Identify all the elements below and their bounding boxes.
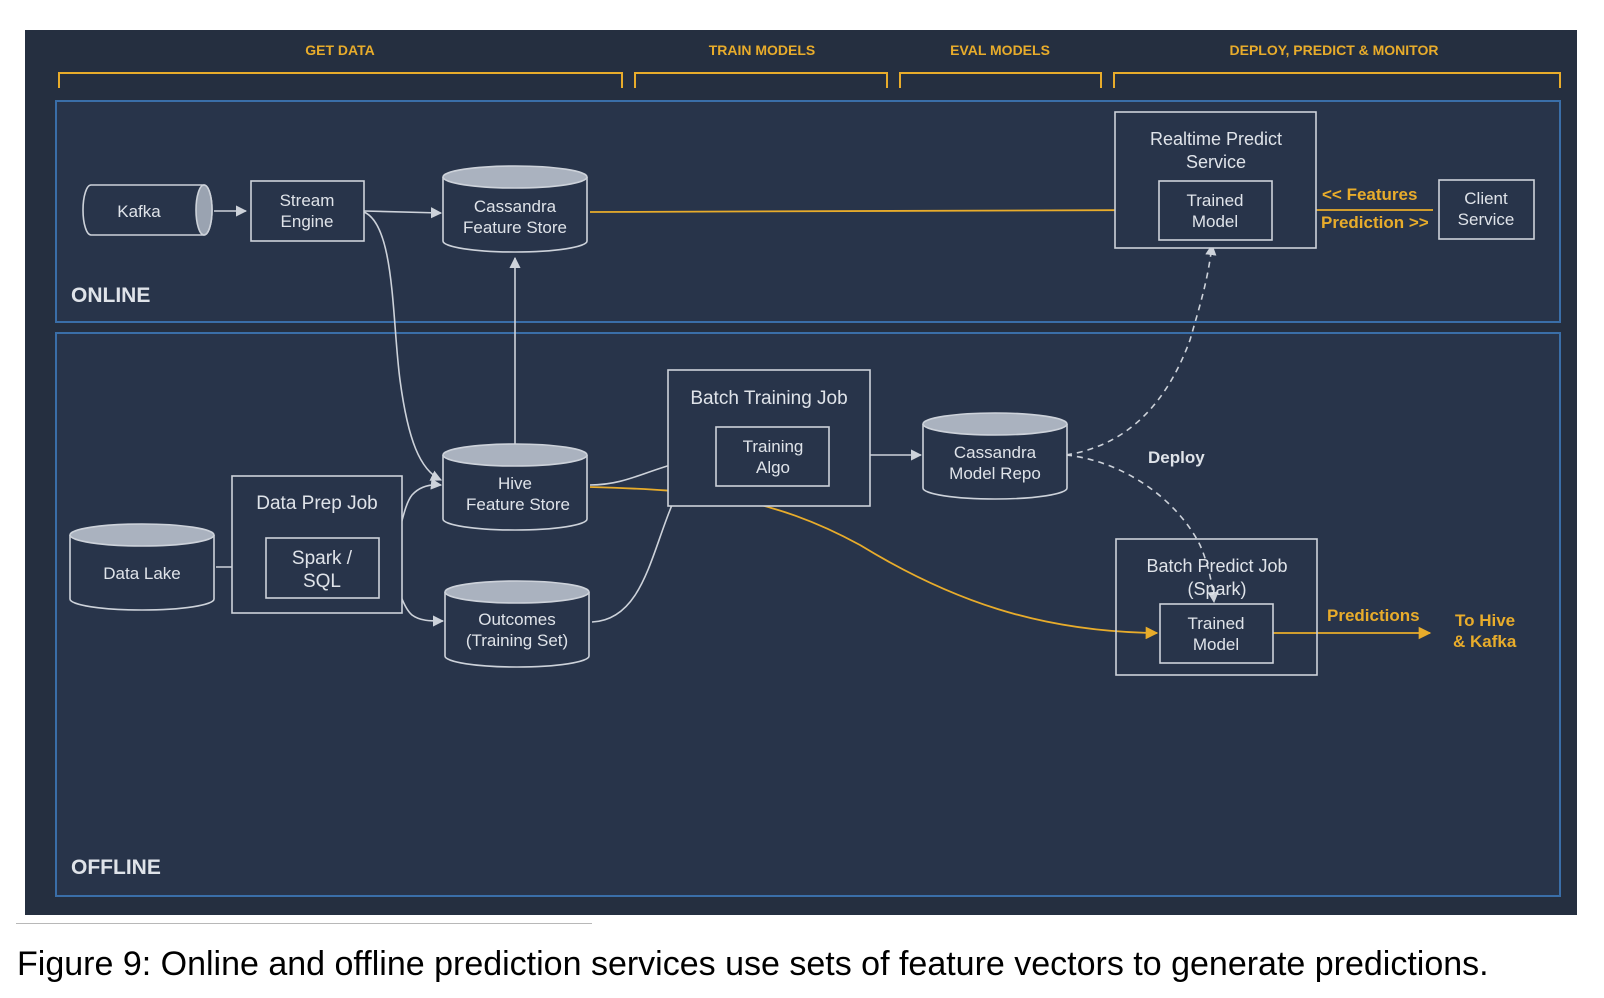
training-algo-box <box>715 426 830 487</box>
edge-stream-hive <box>363 211 443 481</box>
to-hive-kafka-label-2: & Kafka <box>1453 632 1517 651</box>
edge-deploy-online <box>1065 243 1217 456</box>
bracket-eval-models <box>899 72 1102 88</box>
client-service-label-1: Client <box>1464 189 1508 208</box>
data-prep-job-label: Data Prep Job <box>256 493 377 514</box>
prediction-label: Prediction >> <box>1321 213 1429 232</box>
bracket-get-data <box>58 72 623 88</box>
batch-predict-job-label-1: Batch Predict Job <box>1146 556 1287 576</box>
training-algo-label-2: Algo <box>756 458 790 477</box>
batch-predict-job-label-2: (Spark) <box>1187 579 1246 599</box>
cassandra-feature-store-label-1: Cassandra <box>474 197 557 216</box>
data-lake-label: Data Lake <box>103 564 181 583</box>
outcomes-node <box>444 580 590 668</box>
hive-feature-store-label-2: Feature Store <box>466 495 570 514</box>
trained-model-batch-label-1: Trained <box>1187 614 1244 633</box>
client-service-label-2: Service <box>1458 210 1515 229</box>
bracket-deploy-predict-monitor <box>1113 72 1561 88</box>
cassandra-model-repo-node <box>922 412 1068 500</box>
edge-deploy-batch <box>1065 454 1219 604</box>
online-label: ONLINE <box>71 284 150 307</box>
spark-sql-label-1: Spark / <box>292 548 353 569</box>
trained-model-online-label-2: Model <box>1192 212 1238 231</box>
offline-label: OFFLINE <box>71 856 161 879</box>
cassandra-model-repo-label-2: Model Repo <box>949 464 1041 483</box>
stream-engine-label-1: Stream <box>280 191 335 210</box>
kafka-node <box>82 184 213 236</box>
outcomes-label-2: (Training Set) <box>466 631 568 650</box>
data-lake-node <box>69 523 215 611</box>
spark-sql-box <box>265 537 380 599</box>
stage-get-data: GET DATA <box>305 42 374 58</box>
edge-stream-cassandra <box>363 207 443 219</box>
hive-feature-store-label-1: Hive <box>498 474 532 493</box>
trained-model-batch-label-2: Model <box>1193 635 1239 654</box>
batch-training-job-label: Batch Training Job <box>690 388 847 409</box>
kafka-label: Kafka <box>117 202 161 221</box>
cassandra-feature-store-node <box>442 165 588 253</box>
deploy-label: Deploy <box>1148 448 1205 467</box>
stream-engine-label-2: Engine <box>281 212 334 231</box>
predictions-label: Predictions <box>1327 606 1420 625</box>
stage-deploy-predict-monitor: DEPLOY, PREDICT & MONITOR <box>1230 42 1439 58</box>
trained-model-batch-box <box>1159 603 1274 664</box>
training-algo-label-1: Training <box>743 437 804 456</box>
features-label: << Features <box>1322 185 1417 204</box>
kafka-cap <box>195 184 213 236</box>
trained-model-online-box <box>1158 180 1273 241</box>
edge-cassandra-online-model <box>589 203 1159 217</box>
outcomes-label-1: Outcomes <box>478 610 555 629</box>
stage-train-models: TRAIN MODELS <box>709 42 816 58</box>
stage-brackets <box>58 72 1561 88</box>
figure-caption: Figure 9: Online and offline prediction … <box>17 945 1489 983</box>
realtime-predict-service-label-1: Realtime Predict <box>1150 129 1282 149</box>
client-service-box <box>1438 179 1535 240</box>
hive-feature-store-node <box>442 443 588 531</box>
bracket-train-models <box>634 72 888 88</box>
realtime-predict-service-label-2: Service <box>1186 152 1246 172</box>
stage-eval-models: EVAL MODELS <box>950 42 1050 58</box>
batch-predict-job-box <box>1115 538 1318 676</box>
cassandra-model-repo-label-1: Cassandra <box>954 443 1037 462</box>
to-hive-kafka-label-1: To Hive <box>1455 611 1515 630</box>
stream-engine-box <box>250 180 365 242</box>
caption-divider <box>16 923 592 924</box>
spark-sql-label-2: SQL <box>303 571 341 592</box>
stage-headers: GET DATA TRAIN MODELS EVAL MODELS DEPLOY… <box>305 42 1438 58</box>
connectors-deploy <box>1065 243 1219 604</box>
cassandra-feature-store-label-2: Feature Store <box>463 218 567 237</box>
trained-model-online-label-1: Trained <box>1186 191 1243 210</box>
